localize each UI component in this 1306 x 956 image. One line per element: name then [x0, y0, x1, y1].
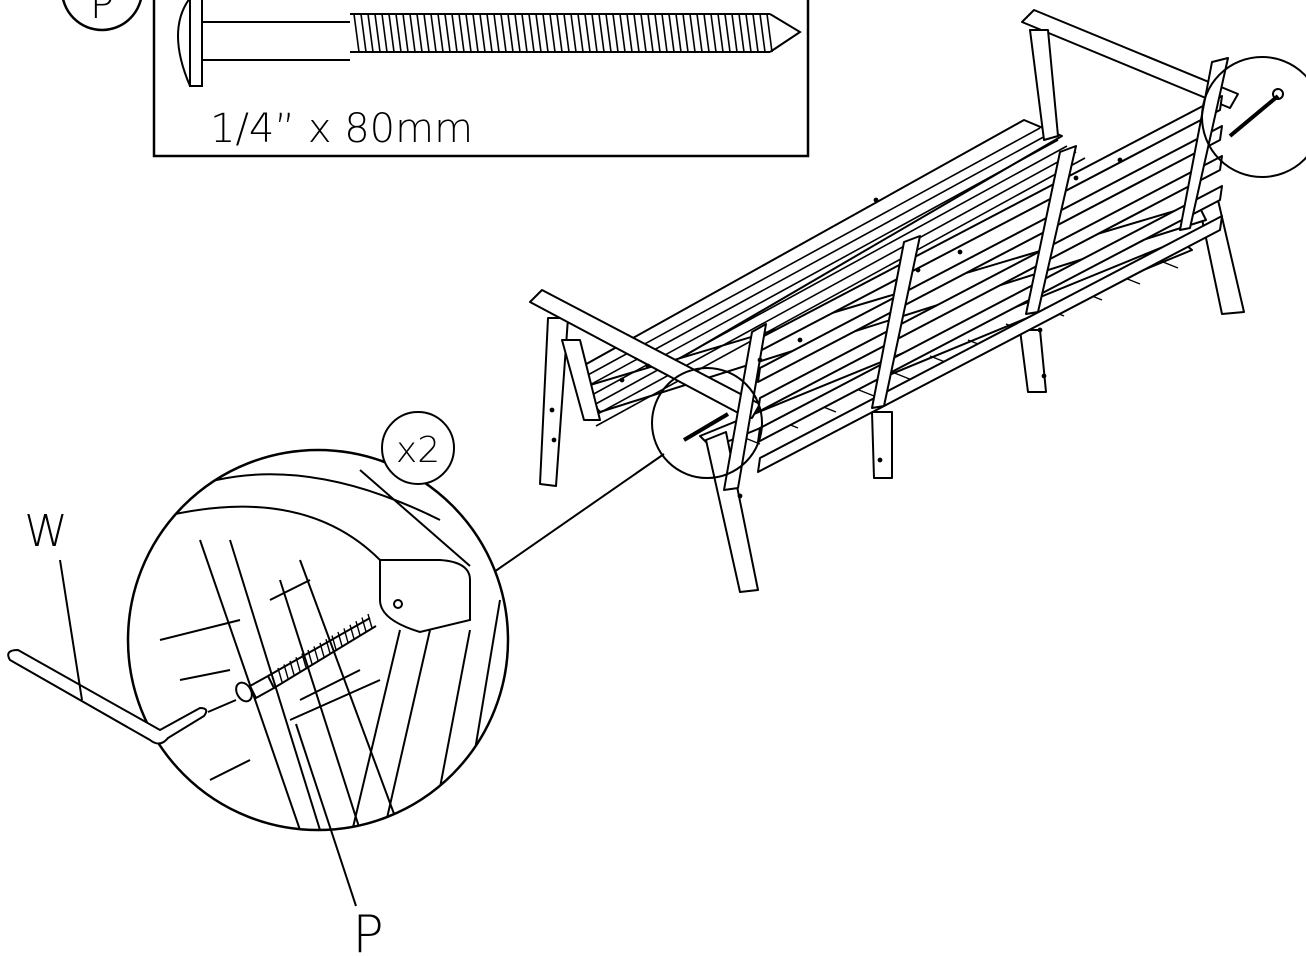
lag-screw-icon — [177, 0, 802, 87]
bench-icon — [529, 9, 1245, 593]
detail-marker-left — [651, 367, 763, 479]
detail-marker-right — [1201, 56, 1306, 178]
hex-key-icon — [7, 648, 237, 745]
quantity-badge: x2 — [381, 411, 455, 485]
tool-label: W — [24, 506, 68, 557]
detail-callout: x2 W P — [7, 411, 510, 956]
screw-size-label: 1/4” x 80mm — [210, 106, 473, 152]
part-letter: P — [90, 0, 114, 28]
part-leader — [295, 723, 357, 907]
part-label: P — [352, 905, 383, 956]
tool-leader — [59, 559, 83, 701]
quantity-label: x2 — [396, 430, 440, 471]
screw-icon — [235, 599, 403, 703]
part-letter-badge: P — [61, 0, 143, 32]
callout-leader — [493, 453, 665, 573]
screw-part-box: P 1/4” x 80mm — [61, 0, 810, 158]
